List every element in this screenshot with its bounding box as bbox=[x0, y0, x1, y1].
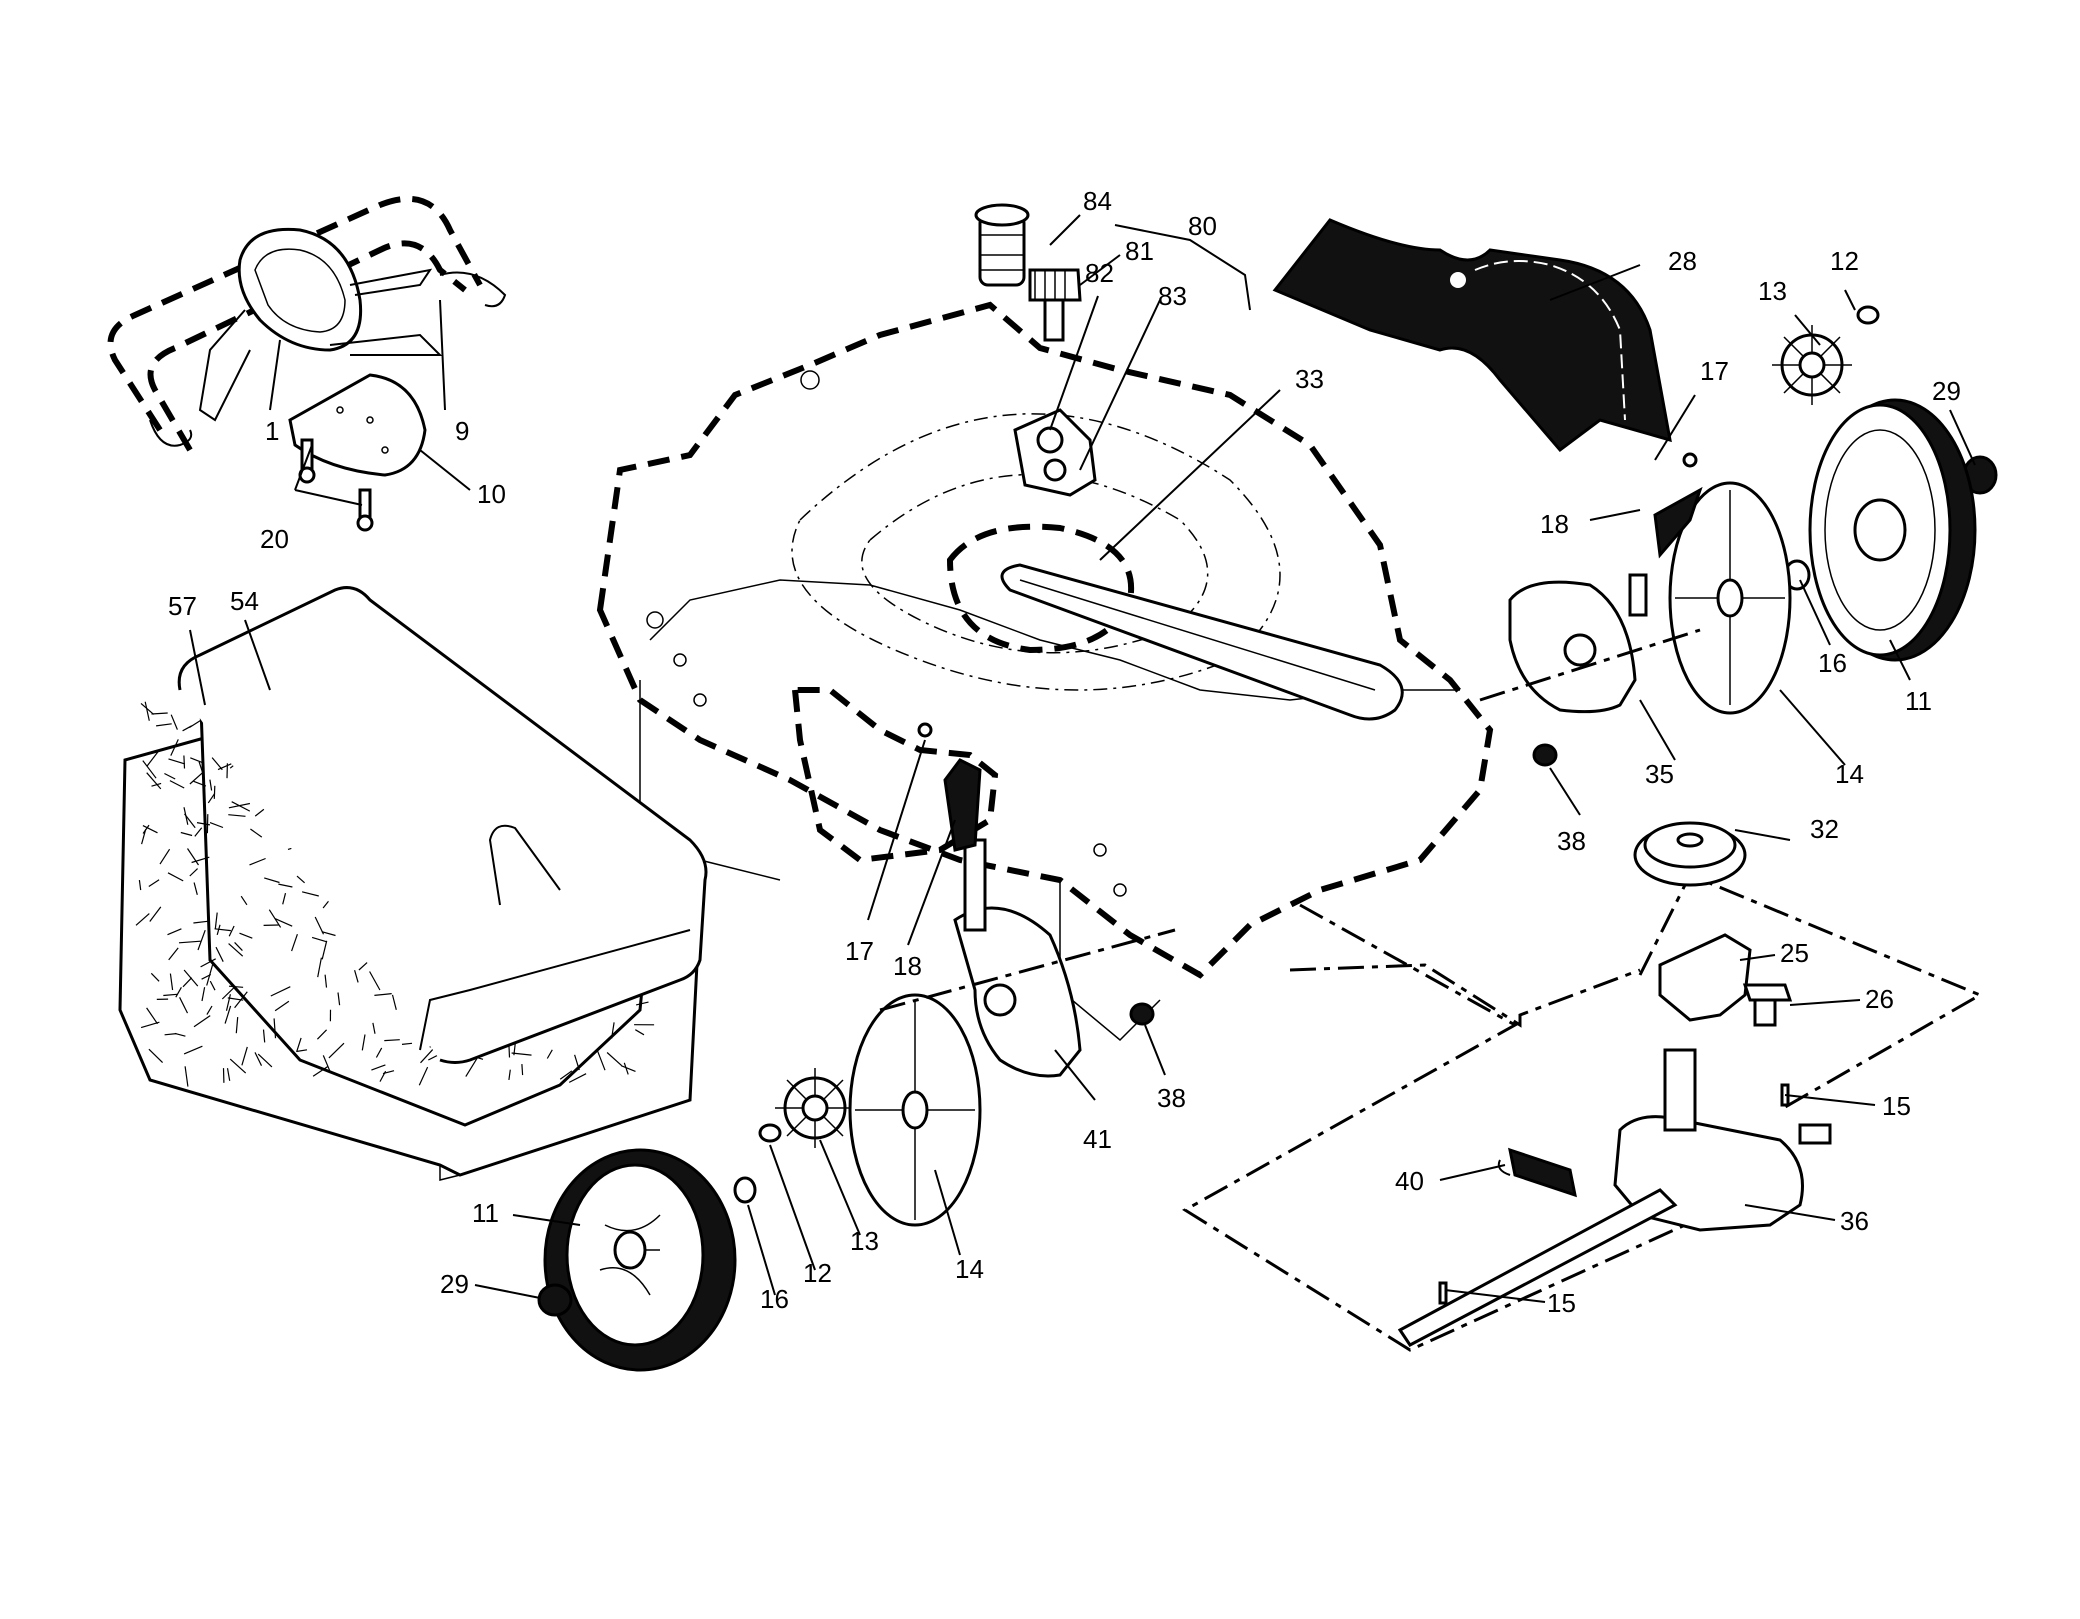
rear-adjuster-spring bbox=[1653, 486, 1703, 559]
chute-deflector bbox=[1272, 218, 1672, 453]
drive-belt bbox=[1000, 563, 1404, 721]
label-54: 54 bbox=[230, 586, 259, 616]
front-adjuster-pin bbox=[917, 722, 933, 738]
label-29: 29 bbox=[1932, 376, 1961, 406]
label-80: 80 bbox=[1188, 211, 1217, 241]
rear-adjuster-pin bbox=[1682, 452, 1698, 468]
label-11-front: 11 bbox=[472, 1198, 499, 1228]
label-36: 36 bbox=[1840, 1206, 1869, 1236]
front-axle-bracket bbox=[953, 838, 1082, 1078]
front-hub-cap bbox=[537, 1283, 573, 1317]
label-84: 84 bbox=[1083, 186, 1112, 216]
mounting-plate bbox=[288, 373, 427, 477]
label-10: 10 bbox=[477, 479, 506, 509]
upper-handle bbox=[107, 195, 507, 452]
label-1: 1 bbox=[265, 416, 279, 446]
front-wheel bbox=[543, 1148, 737, 1372]
drive-pulley bbox=[1633, 821, 1747, 887]
front-washer bbox=[733, 1176, 757, 1204]
hex-bolt bbox=[1742, 983, 1793, 1027]
label-9: 9 bbox=[455, 416, 469, 446]
belt-guide bbox=[1658, 933, 1752, 1022]
label-13: 13 bbox=[1758, 276, 1787, 306]
label-81: 81 bbox=[1125, 236, 1154, 266]
label-18-front: 18 bbox=[893, 951, 922, 981]
label-33: 33 bbox=[1295, 364, 1324, 394]
front-wheel-gear-cover bbox=[848, 993, 982, 1227]
label-35: 35 bbox=[1645, 759, 1674, 789]
rear-wheel bbox=[1808, 398, 1977, 662]
grass-catcher-bag bbox=[118, 586, 708, 1181]
transmission bbox=[1397, 1048, 1832, 1347]
label-28: 28 bbox=[1668, 246, 1697, 276]
label-20: 20 bbox=[260, 524, 289, 554]
bail-control bbox=[198, 227, 443, 422]
label-40: 40 bbox=[1395, 1166, 1424, 1196]
label-57: 57 bbox=[168, 591, 197, 621]
height-adjuster-knob bbox=[1028, 268, 1082, 342]
label-83: 83 bbox=[1158, 281, 1187, 311]
rear-pinion-gear bbox=[1772, 325, 1852, 405]
label-13-front: 13 bbox=[850, 1226, 879, 1256]
rear-nut bbox=[1532, 743, 1558, 767]
label-11: 11 bbox=[1905, 686, 1932, 716]
label-41: 41 bbox=[1083, 1124, 1112, 1154]
rear-clip-ring bbox=[1856, 305, 1880, 325]
front-clip-ring bbox=[758, 1123, 782, 1143]
front-pinion-gear bbox=[775, 1068, 855, 1148]
label-14-front: 14 bbox=[955, 1254, 984, 1284]
front-nut bbox=[1129, 1002, 1155, 1026]
label-25: 25 bbox=[1780, 938, 1809, 968]
label-12-front: 12 bbox=[803, 1258, 832, 1288]
label-38: 38 bbox=[1557, 826, 1586, 856]
label-32: 32 bbox=[1810, 814, 1839, 844]
height-adjuster-cap bbox=[974, 203, 1030, 287]
label-18: 18 bbox=[1540, 509, 1569, 539]
label-16-front: 16 bbox=[760, 1284, 789, 1314]
label-15-lower: 15 bbox=[1547, 1288, 1576, 1318]
label-17-front: 17 bbox=[845, 936, 874, 966]
label-15: 15 bbox=[1882, 1091, 1911, 1121]
label-38-front: 38 bbox=[1157, 1083, 1186, 1113]
label-82: 82 bbox=[1085, 258, 1114, 288]
front-adjuster-spring bbox=[943, 758, 982, 852]
transmission-spring bbox=[1497, 1147, 1577, 1198]
part-labels: 84 80 81 82 83 28 12 13 29 17 33 18 1 9 … bbox=[168, 186, 1961, 1318]
label-26: 26 bbox=[1865, 984, 1894, 1014]
leader-lines bbox=[189, 214, 1976, 1303]
rear-wheel-gear-cover bbox=[1668, 481, 1792, 715]
label-29-front: 29 bbox=[440, 1269, 469, 1299]
label-14: 14 bbox=[1835, 759, 1864, 789]
label-12: 12 bbox=[1830, 246, 1859, 276]
label-17: 17 bbox=[1700, 356, 1729, 386]
label-16: 16 bbox=[1818, 648, 1847, 678]
